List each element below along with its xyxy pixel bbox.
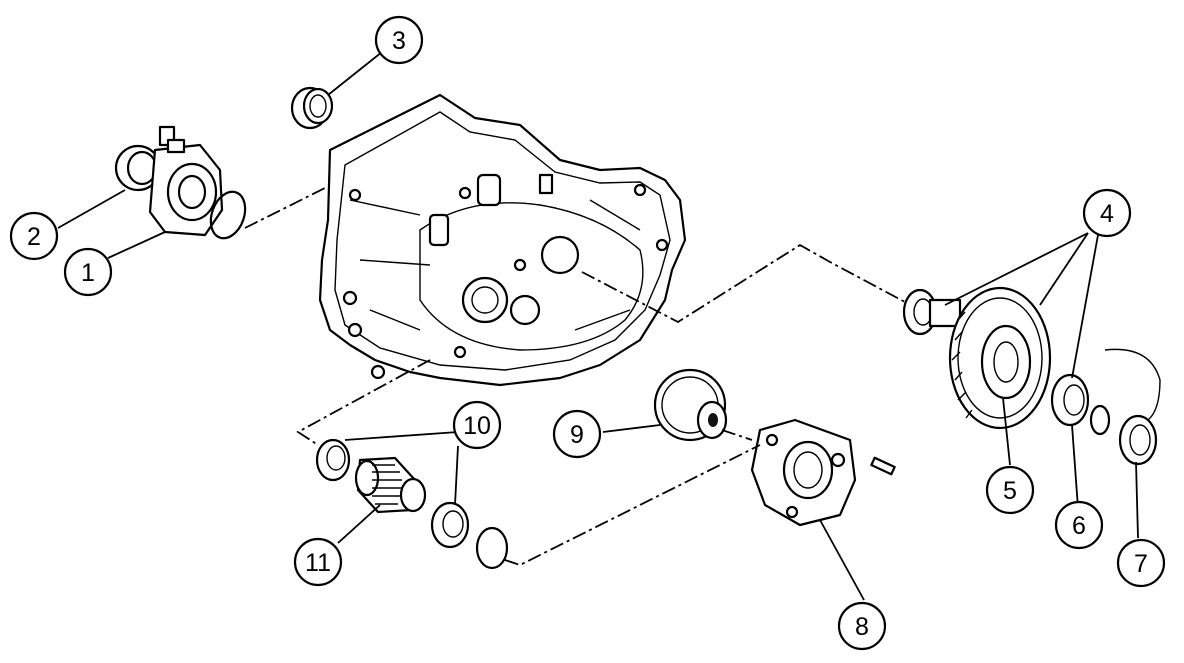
callout-label: 1 <box>81 259 95 287</box>
oil-seal-part-3 <box>290 86 334 130</box>
callout-9: 9 <box>552 409 602 459</box>
callout-label: 6 <box>1072 512 1086 540</box>
callout-6: 6 <box>1054 500 1104 550</box>
leader-lines <box>57 51 1139 601</box>
assembly-lines <box>244 187 906 566</box>
bearing-race-part-10a <box>315 438 351 482</box>
snap-ring <box>475 526 509 570</box>
transmission-housing <box>318 93 687 387</box>
clip-wire <box>1104 348 1161 421</box>
bearing-housing-part-8 <box>750 418 857 527</box>
callout-3: 3 <box>374 15 424 65</box>
bolt <box>870 456 896 476</box>
shim-ring <box>1089 404 1111 436</box>
callout-label: 4 <box>1100 200 1114 228</box>
release-bearing-assembly <box>114 125 224 237</box>
callout-label: 3 <box>392 27 406 55</box>
callout-label: 2 <box>27 223 41 251</box>
oil-seal-part-7 <box>1118 414 1158 466</box>
callout-label: 8 <box>855 613 869 641</box>
callout-label: 9 <box>570 421 584 449</box>
o-ring-part-1 <box>209 190 247 240</box>
callout-label: 10 <box>463 412 491 440</box>
callout-1: 1 <box>63 247 113 297</box>
differential-assembly <box>902 286 1052 430</box>
callout-11: 11 <box>293 537 343 587</box>
roller-bearing-part-11 <box>354 456 427 514</box>
callout-5: 5 <box>985 465 1035 515</box>
bearing-race-part-10b <box>430 501 470 549</box>
callout-label: 7 <box>1134 550 1148 578</box>
callout-label: 11 <box>305 549 331 577</box>
callout-7: 7 <box>1116 538 1166 588</box>
callout-4: 4 <box>1082 188 1132 238</box>
callout-label: 5 <box>1003 477 1017 505</box>
gear-part-9 <box>653 368 728 442</box>
callout-2: 2 <box>9 211 59 261</box>
callout-10: 10 <box>452 400 502 450</box>
bearing-race-part-6 <box>1050 373 1090 427</box>
callout-8: 8 <box>837 601 887 651</box>
